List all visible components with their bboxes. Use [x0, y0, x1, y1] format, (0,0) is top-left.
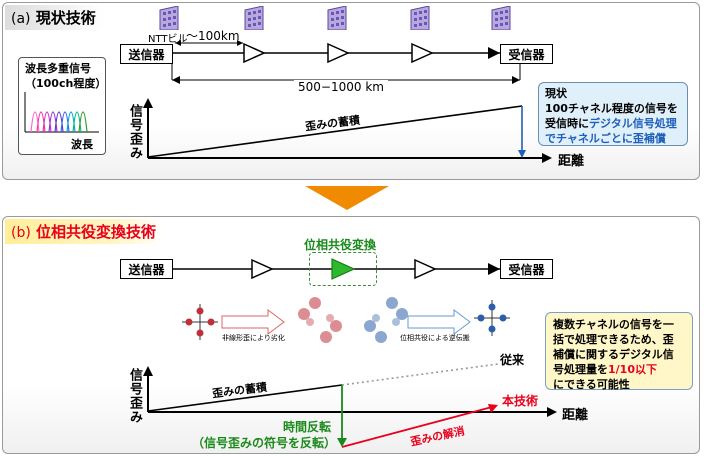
degradation-arrow — [221, 309, 285, 335]
distortion-accumulation-line-b — [147, 384, 343, 412]
callout-line5: にできる可能性 — [553, 378, 630, 391]
panel-a-title-text: 現状技術 — [35, 9, 96, 27]
transition-arrow — [305, 186, 389, 210]
ntt-building-icon — [491, 6, 511, 30]
sign-reversal-label: （信号歪みの符号を反転） — [192, 436, 337, 450]
x-axis-label-a: 距離 — [558, 154, 585, 169]
line-arrowhead-b — [488, 263, 500, 275]
span-distance-label: ～100km — [186, 29, 240, 43]
current-callout: 現状 100チャネル程度の信号を 受信時にデジタル信号処理 でチャネルごとに歪補… — [538, 82, 688, 146]
compensation-arrow — [518, 150, 526, 158]
conventional-dotted-line — [341, 363, 499, 386]
callout-current-line3: でチャネルごとに歪補償 — [545, 132, 666, 145]
amplifier-triangle-2 — [327, 42, 350, 64]
ntt-building-icon — [159, 6, 179, 30]
time-reversal-label: 時間反転 — [283, 420, 332, 434]
callout-current-line2: 受信時にデジタル信号処理 — [545, 117, 677, 130]
wdm-spectrum-inset: 波長多重信号 （100ch程度） 波長 — [18, 57, 106, 155]
ntt-building-icon — [410, 6, 430, 30]
receiver-box-b: 受信器 — [500, 259, 553, 279]
x-axis-label-b: 距離 — [562, 408, 589, 423]
ntt-building-icon — [327, 6, 347, 30]
ntt-building-icon — [244, 6, 264, 30]
conventional-label: 従来 — [500, 353, 525, 367]
amplifier-triangle-3 — [411, 42, 434, 64]
y-axis-label-b: 信号歪み — [127, 368, 142, 424]
reverse-propagation-arrow — [407, 309, 471, 335]
time-reversal-arrow — [337, 438, 347, 447]
transmitter-box-b: 送信器 — [120, 259, 173, 279]
panel-phase-conjugation: (b) 位相共役変換技術 — [2, 216, 700, 454]
phase-conjugator-frame — [309, 252, 377, 286]
wavelength-label: 波長 — [71, 138, 93, 151]
amplifier-triangle-b2 — [414, 258, 437, 280]
distortion-accumulation-line-a — [147, 105, 523, 158]
constellation-conjugate-blue — [364, 297, 408, 343]
cancellation-arrowhead — [488, 404, 498, 413]
panel-b-title: (b) 位相共役変換技術 — [5, 219, 165, 244]
ntt-building-label: NTTビル — [148, 34, 188, 45]
callout-current-title: 現状 — [545, 87, 567, 100]
wdm-title: 波長多重信号 — [25, 62, 91, 75]
panel-b-prefix: (b) — [11, 225, 31, 241]
total-distance-label: 500−1000 km — [294, 80, 388, 94]
callout-line1: 複数チャネルの信号を一 — [553, 318, 674, 331]
receiver-box-a: 受信器 — [500, 44, 553, 64]
panel-b-title-text: 位相共役変換技術 — [36, 223, 157, 241]
wdm-subtitle: （100ch程度） — [25, 77, 107, 90]
panel-a-prefix: (a) — [11, 11, 31, 27]
callout-line2: 括で処理できるため、歪 — [553, 333, 674, 346]
this-technology-callout: 複数チャネルの信号を一 括で処理できるため、歪 補償に関するデジタル信 号処理量… — [545, 312, 693, 391]
callout-line4: 号処理量を1/10以下 — [553, 363, 657, 376]
amplifier-triangle-1 — [243, 42, 266, 64]
nonlinear-distortion-label: 非線形歪により劣化 — [222, 334, 285, 342]
phase-conjugate-reverse-label: 位相共役による逆伝搬 — [400, 334, 470, 342]
panel-a-diagram — [143, 40, 552, 163]
constellation-clean-red — [182, 304, 218, 340]
this-technology-label: 本技術 — [502, 394, 539, 408]
phase-conjugation-label: 位相共役変換 — [304, 238, 377, 252]
phase-conjugator-triangle — [331, 258, 356, 280]
constellation-degraded-red — [298, 297, 342, 343]
y-axis-label-a: 信号歪み — [127, 104, 142, 160]
transmitter-box-a: 送信器 — [120, 44, 173, 64]
wdm-spectrum-plot — [24, 92, 99, 133]
callout-current-line1: 100チャネル程度の信号を — [545, 102, 678, 115]
panel-a-title: (a) 現状技術 — [5, 5, 104, 30]
constellation-restored-blue — [474, 300, 510, 336]
amplifier-triangle-b1 — [251, 258, 274, 280]
line-arrowhead — [488, 47, 500, 59]
callout-line3: 補償に関するデジタル信 — [553, 348, 674, 361]
